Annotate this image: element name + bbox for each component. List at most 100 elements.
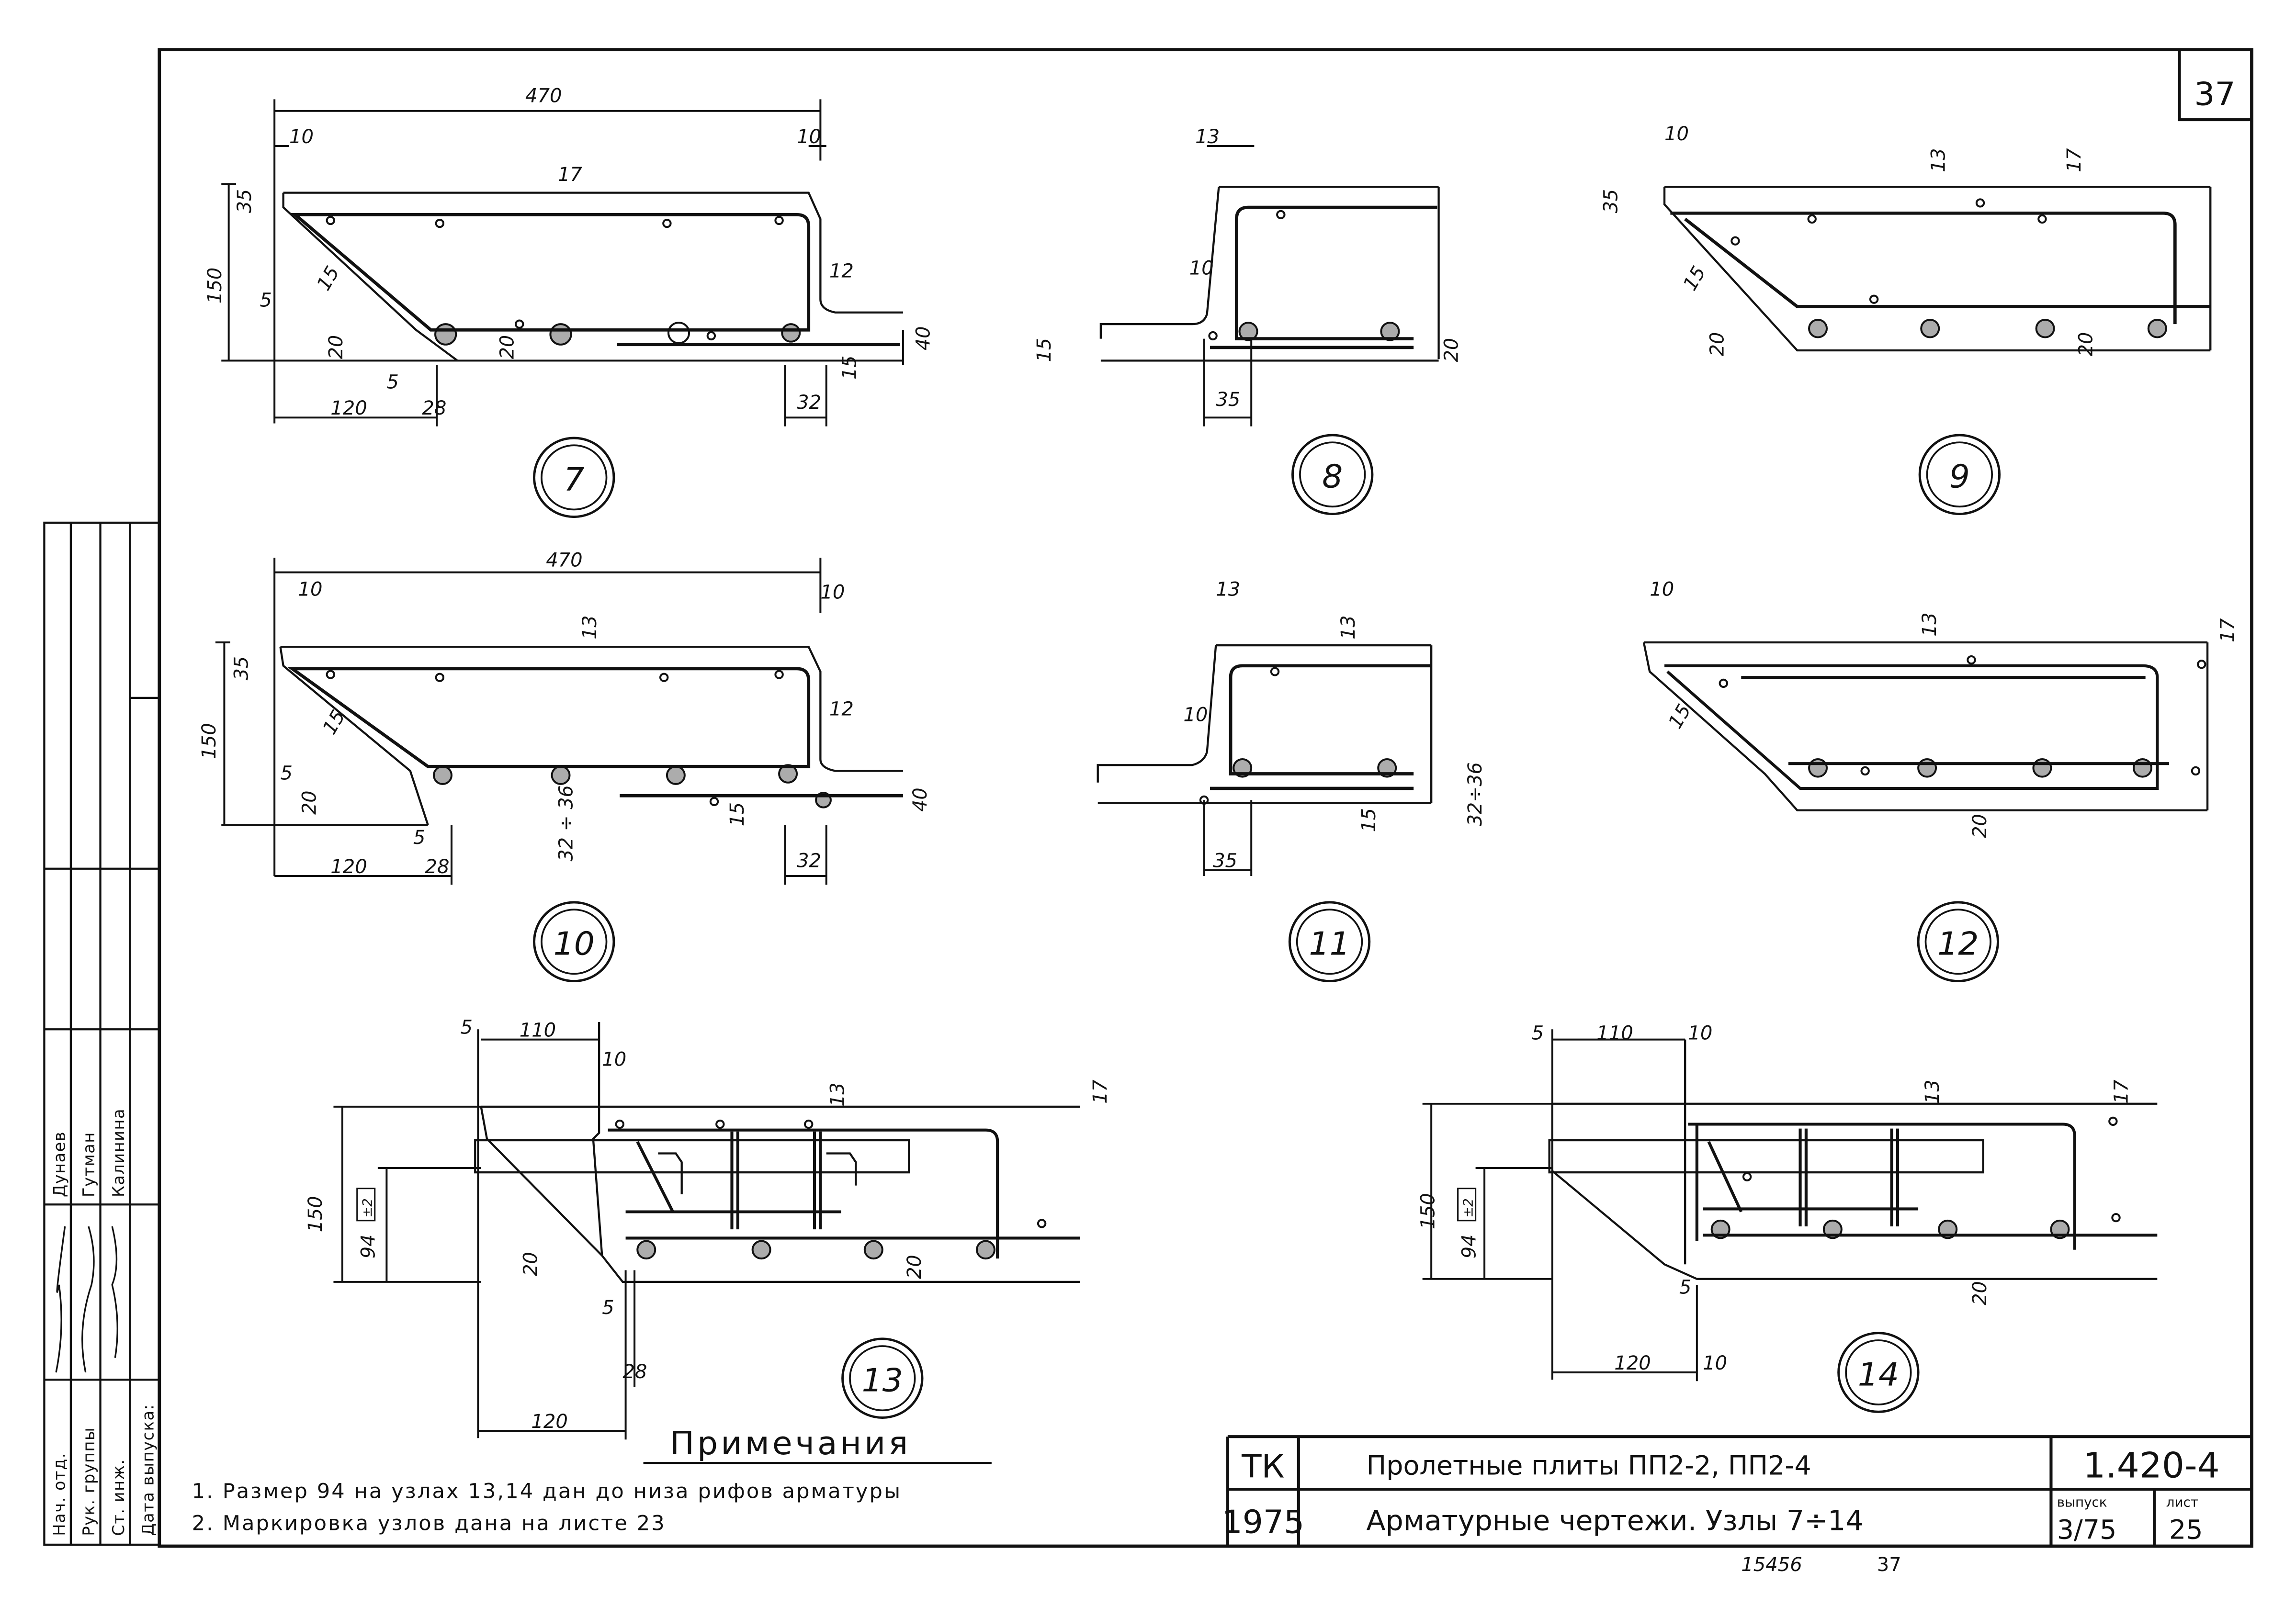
role-3: Ст. инж. [109,1459,128,1536]
dimension-label: 120 [1614,1352,1651,1374]
node-label-7: 7 [564,460,584,498]
org-label: ТК [1241,1448,1285,1485]
dimension-label: ±2 [359,1198,375,1217]
dimension-label: 10 [820,582,845,604]
dimension-label: 28 [422,397,446,419]
dimension-label: 35 [1600,189,1622,213]
node-label-14: 14 [1858,1356,1899,1393]
dimension-label: 15 [838,356,860,380]
dimension-label: 5 [386,371,398,393]
dimension-label: 10 [602,1049,626,1071]
dimension-label: 10 [1189,258,1214,280]
dimension-label: 20 [1706,332,1728,356]
dimension-label: 5 [460,1017,472,1039]
sheet-caption: лист [2166,1494,2198,1510]
dimension-label: 35 [1216,389,1240,411]
dimension-label: 10 [1650,579,1674,601]
dimension-label: 32 [797,850,821,872]
dimension-label: 150 [204,268,226,304]
dimension-label: 120 [330,856,367,878]
dimension-label: 15 [1358,808,1380,832]
node-label-13: 13 [862,1361,903,1399]
detail-node-11: 13 13 10 35 15 32÷36 11 [1097,579,1486,983]
dimension-label: 150 [1417,1193,1439,1229]
node-label-10: 10 [554,925,595,963]
dimension-label: 120 [531,1411,567,1433]
signatures [55,1226,118,1373]
dimension-label: 13 [579,615,601,639]
dimension-label: 20 [298,790,320,814]
dimension-label: 35 [231,656,253,680]
issue-caption: выпуск [2057,1494,2107,1510]
note-1: 1. Размер 94 на узлах 13,14 дан до низа … [192,1480,902,1504]
dimension-label: 13 [1919,612,1941,636]
page-number: 37 [2194,75,2235,113]
notes-title: Примечания [670,1424,911,1462]
node-label-9: 9 [1949,458,1970,495]
title-line-2: Арматурные чертежи. Узлы 7÷14 [1367,1505,1864,1537]
dimension-label: 10 [1183,704,1208,726]
dimension-label: 10 [1688,1022,1712,1044]
dimension-label: 20 [496,335,518,359]
code-label: 1.420-4 [2083,1446,2219,1486]
dimension-label: 20 [2075,332,2097,356]
dimension-label: 15 [1033,338,1055,362]
dimension-label: 94 [1458,1235,1480,1258]
note-2: 2. Маркировка узлов дана на листе 23 [192,1512,666,1536]
dimension-label: 32 [797,392,821,414]
node-label-8: 8 [1322,458,1343,495]
node-label-11: 11 [1309,925,1350,963]
dimension-label: 10 [289,126,314,148]
dimension-label: 17 [2063,148,2085,172]
detail-node-13: 5 110 10 13 17 150 94 ±2 20 20 5 28 120 … [305,1017,1111,1440]
dimension-label: 20 [904,1255,926,1279]
dimension-label: 110 [1596,1022,1633,1044]
dimension-label: 17 [1089,1079,1111,1103]
signature-strip: Нач. отд. Рук. группы Ст. инж. Дата выпу… [43,521,160,1546]
title-line-1: Пролетные плиты ПП2-2, ПП2-4 [1367,1451,1811,1482]
dimension-label: 5 [413,827,425,849]
dimension-label: 13 [1195,126,1220,148]
name-2: Гутман [79,1132,98,1197]
role-2: Рук. группы [79,1427,98,1536]
dimension-label: 10 [797,126,821,148]
dimension-label: 5 [1532,1022,1544,1044]
dimension-label: 17 [558,164,582,186]
notes-block: Примечания 1. Размер 94 на узлах 13,14 д… [192,1424,992,1535]
node-label-12: 12 [1937,925,1979,963]
dimension-label: 470 [546,550,582,572]
name-1: Дунаев [50,1131,68,1197]
dimension-label: 32 ÷ 36 [555,785,577,861]
name-3: Калинина [109,1108,128,1197]
dimension-label: 40 [912,326,934,350]
dimension-label: 110 [520,1020,556,1042]
dimension-label: 12 [829,260,854,282]
dimension-label: 120 [330,397,367,419]
dimension-label: 12 [829,698,854,720]
dimension-label: 94 [358,1235,380,1258]
bottom-page: 37 [1877,1554,1901,1576]
dimension-label: 150 [305,1196,327,1233]
sheet-value: 25 [2169,1515,2203,1546]
dimension-label: 15 [1664,700,1696,732]
role-1: Нач. отд. [50,1452,68,1536]
detail-node-8: 13 10 35 15 20 8 [1033,126,1463,516]
role-4: Дата выпуска: [138,1404,157,1536]
bottom-number: 15456 [1741,1554,1802,1576]
dimension-label: ±2 [1460,1198,1476,1217]
dimension-label: 20 [325,335,347,359]
dimension-label: 13 [826,1082,848,1106]
dimension-label: 28 [425,856,450,878]
dimension-label: 5 [260,290,271,312]
page-number-box [2178,48,2253,122]
dimension-label: 15 [1679,262,1710,294]
detail-node-14: 5 110 10 13 17 150 94 ±2 5 20 120 10 14 [1417,1022,2158,1413]
detail-node-12: 10 13 17 15 20 12 [1642,579,2239,983]
dimension-label: 10 [1664,123,1689,145]
dimension-label: 20 [1440,338,1462,362]
dimension-label: 35 [234,189,256,213]
dimension-label: 5 [281,763,293,785]
dimension-label: 13 [1927,148,1949,172]
